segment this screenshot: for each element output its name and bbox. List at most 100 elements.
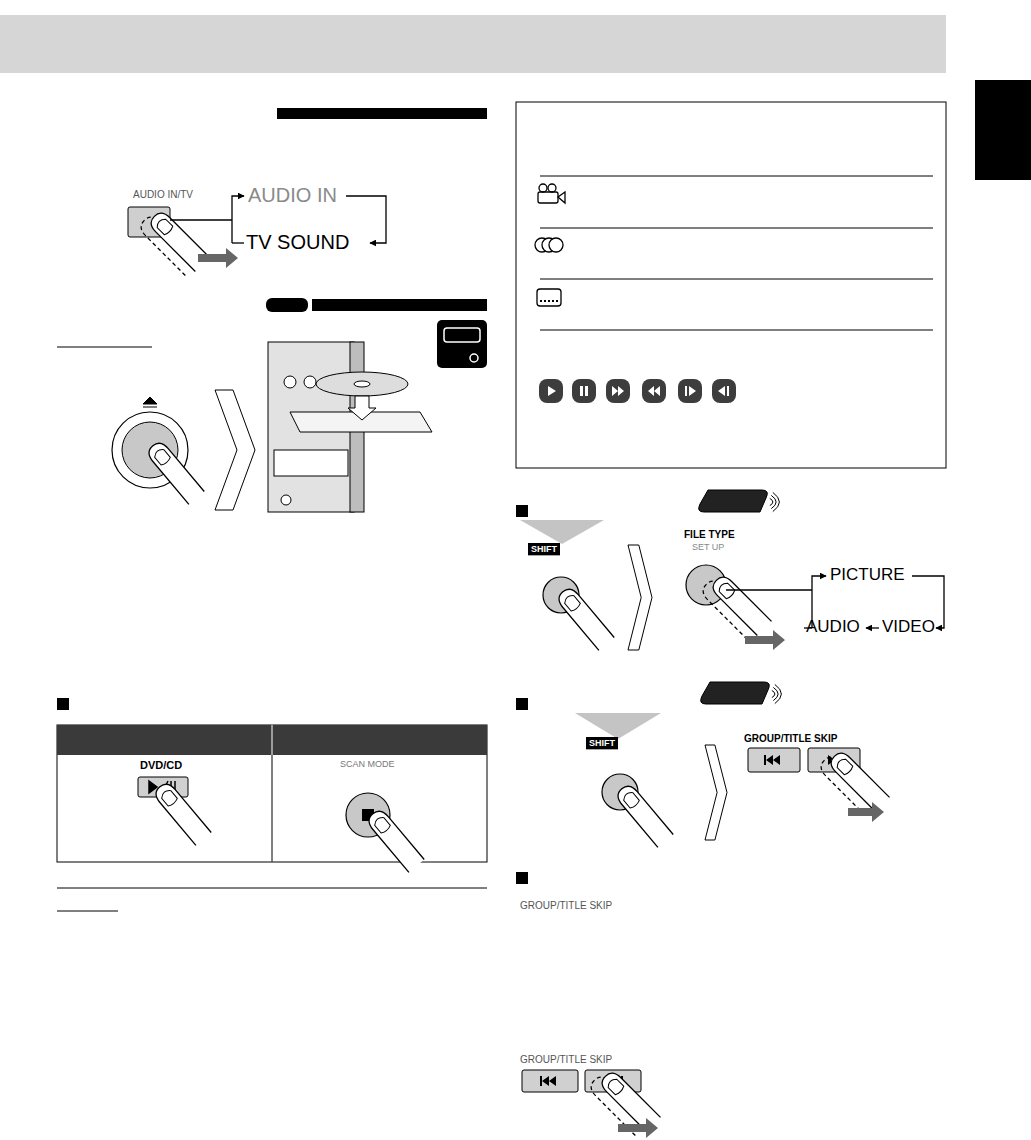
skip-triangles — [766, 755, 780, 765]
mode-icon — [437, 320, 487, 368]
step-bullet — [516, 872, 528, 884]
disc-hole — [354, 381, 370, 387]
shift-label: SHIFT — [531, 544, 557, 554]
finger-nail — [373, 815, 392, 834]
table-divider — [272, 755, 273, 862]
finger — [614, 782, 673, 847]
step-bullet — [516, 505, 528, 517]
cycle-line — [866, 627, 879, 628]
button-label: GROUP/TITLE SKIP — [520, 900, 612, 912]
motion-arrow — [745, 630, 785, 650]
shift-label-ground — [528, 543, 560, 555]
playback-glyph — [648, 386, 660, 396]
camera-lens — [558, 192, 565, 203]
motion-arrow — [618, 1118, 658, 1138]
disc — [316, 372, 408, 396]
remote-signal — [775, 684, 782, 703]
mode-icon-dot — [470, 354, 478, 362]
finger-nail — [622, 790, 641, 809]
press-first-arrow — [520, 520, 604, 544]
finger — [152, 780, 211, 845]
playback-icon — [606, 379, 630, 403]
finger — [145, 439, 204, 504]
finger — [147, 209, 209, 271]
finger-outline — [709, 573, 771, 635]
cycle-line — [232, 242, 244, 243]
cycle-line — [346, 196, 386, 243]
step-chevron — [705, 745, 727, 840]
disc-chip — [266, 298, 308, 312]
button-label: GROUP/TITLE SKIP — [520, 1054, 612, 1066]
section-bar — [312, 299, 487, 311]
skip-symbol — [764, 755, 780, 765]
audio-icon — [549, 238, 563, 252]
finger-outline — [555, 585, 614, 650]
remote-signal — [773, 687, 778, 700]
button-label: GROUP/TITLE SKIP — [744, 733, 837, 745]
subtitle-dot — [540, 300, 542, 302]
playback-glyph — [580, 386, 588, 396]
subtitle-dot — [548, 300, 550, 302]
motion-arrow — [848, 802, 884, 822]
step-bullet — [516, 698, 528, 710]
playback-icon — [712, 379, 736, 403]
info-rule — [540, 228, 933, 229]
playback-glyph — [685, 386, 696, 396]
cycle-line — [170, 219, 232, 220]
finger-outline — [145, 439, 204, 504]
step-chevron — [215, 390, 255, 510]
finger-outline — [614, 782, 673, 847]
shift-label-ground — [586, 737, 618, 749]
playback-icon — [678, 379, 702, 403]
button-label: FILE TYPE — [684, 529, 735, 541]
step-chevron — [628, 545, 652, 650]
table-frame — [57, 725, 487, 862]
finger-nail — [563, 593, 582, 612]
playback-glyph — [548, 386, 556, 396]
subtitle-icon — [537, 289, 561, 306]
insert-arrow — [348, 396, 376, 420]
header-band — [0, 15, 946, 73]
eject-symbol — [143, 397, 157, 407]
section-bar — [277, 108, 487, 119]
skip-triangles — [542, 1076, 556, 1086]
step-bullet — [57, 698, 69, 710]
button-label: DVD/CD — [140, 759, 182, 772]
remote-signal — [773, 492, 780, 511]
finger-outline — [147, 209, 209, 271]
finger — [598, 1069, 660, 1131]
table-divider — [272, 725, 273, 862]
finger-nail — [153, 447, 172, 466]
button-label: AUDIO — [806, 617, 860, 637]
subtitle-dot — [556, 300, 558, 302]
finger — [827, 749, 889, 811]
playback-icon — [572, 379, 596, 403]
finger-outline — [365, 807, 424, 872]
button-label: SET UP — [692, 542, 724, 552]
press-first-arrow — [575, 713, 661, 739]
subtitle-dot — [544, 300, 546, 302]
mode-icon-window — [444, 328, 480, 342]
cycle-line — [726, 589, 812, 590]
info-rule — [540, 330, 933, 331]
button-label: TV SOUND — [246, 231, 349, 254]
camera-reel — [539, 184, 547, 192]
finger — [365, 807, 424, 872]
playback-icon — [642, 379, 666, 403]
remote-signal — [770, 498, 773, 505]
finger — [709, 573, 771, 635]
skip-symbol — [540, 1076, 556, 1086]
skip-bar — [764, 755, 766, 765]
finger-outline — [152, 780, 211, 845]
rule — [57, 888, 487, 889]
unit-knob — [281, 495, 291, 505]
finger-nail — [606, 1077, 625, 1096]
side-tab — [975, 80, 1031, 180]
remote-signal — [772, 690, 775, 697]
underline — [57, 347, 152, 348]
button-label: PICTURE — [830, 565, 905, 585]
skip-button — [748, 748, 800, 772]
shift-label: SHIFT — [589, 738, 615, 748]
